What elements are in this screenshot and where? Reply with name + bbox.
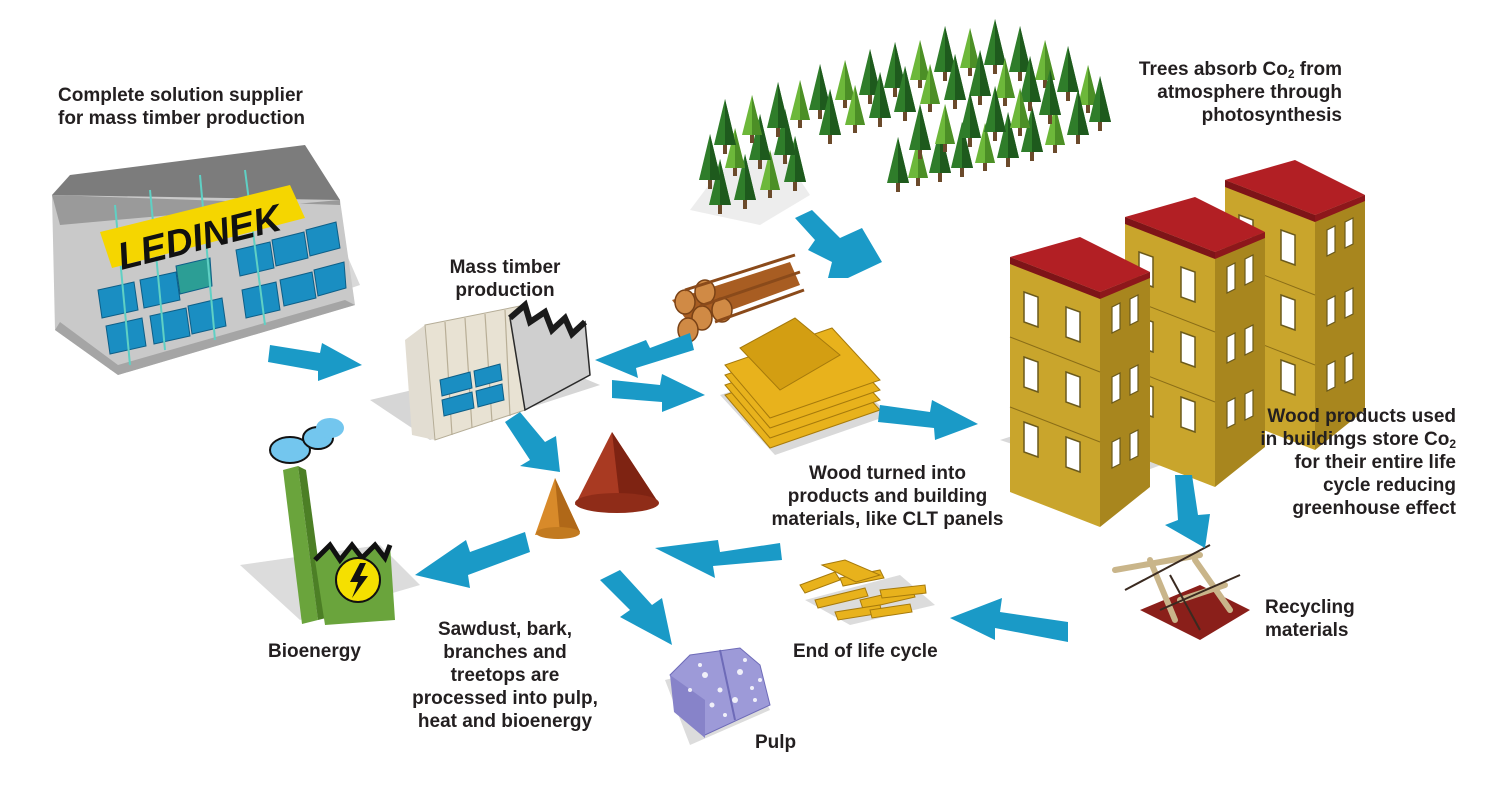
mass-timber-label-line: production (455, 280, 555, 301)
buildings-label-line: greenhouse effect (1292, 498, 1456, 519)
sawdust-label: Sawdust, bark, branches and treetops are… (400, 618, 610, 733)
trees-label-line: Trees absorb Co2 from (1138, 59, 1342, 81)
forest-icon (690, 19, 1111, 225)
flow-arrows (268, 210, 1210, 645)
flow-arrow-icon (795, 210, 882, 278)
recycling-label-line: materials (1265, 620, 1349, 641)
demolition-debris-icon (1112, 544, 1250, 640)
buildings-label-line: for their entire life (1294, 452, 1456, 473)
flow-arrow-icon (878, 400, 978, 440)
recycling-label-line: Recycling (1265, 597, 1355, 618)
building-icon (1000, 159, 1366, 528)
trees-label: Trees absorb Co2 from atmosphere through… (1100, 58, 1342, 127)
wood-products-label-line: Wood turned into (809, 463, 966, 484)
power-plant-icon (240, 418, 420, 625)
pulp-block-icon (665, 647, 771, 745)
flow-arrow-icon (505, 412, 560, 472)
flow-arrow-icon (415, 532, 530, 588)
buildings-label-line: in buildings store Co2 (1260, 429, 1456, 451)
flow-arrow-icon (595, 333, 694, 378)
wood-products-label-line: products and building (787, 486, 988, 507)
trees-label-line: photosynthesis (1201, 105, 1342, 126)
flow-arrow-icon (655, 540, 782, 578)
buildings-label-line: Wood products used (1267, 406, 1456, 427)
supplier-label-line: for mass timber production (58, 108, 306, 129)
end-of-life-label: End of life cycle (793, 641, 938, 662)
factory-icon: LEDINEK (52, 145, 360, 375)
scrap-planks-icon (799, 559, 935, 625)
buildings-label: Wood products used in buildings store Co… (1200, 405, 1456, 520)
flow-arrow-icon (600, 570, 672, 645)
sawdust-label-line: heat and bioenergy (417, 711, 593, 732)
recycling-label: Recycling materials (1265, 596, 1355, 642)
pulp-label: Pulp (755, 732, 797, 753)
mill-icon (370, 299, 600, 441)
sawdust-label-line: Sawdust, bark, (437, 619, 573, 640)
wood-products-label-line: materials, like CLT panels (771, 509, 1004, 530)
buildings-label-line: cycle reducing (1322, 475, 1456, 496)
sawdust-label-line: processed into pulp, (412, 688, 598, 709)
supplier-label-line: Complete solution supplier (58, 85, 303, 106)
flow-arrow-icon (950, 598, 1068, 642)
flow-arrow-icon (268, 343, 362, 381)
flow-arrow-icon (612, 374, 705, 412)
clt-panel-stack-icon (720, 317, 890, 455)
supplier-label: Complete solution supplier for mass timb… (58, 84, 305, 130)
flow-arrow-icon (1165, 475, 1210, 548)
mass-timber-label-line: Mass timber (449, 257, 561, 278)
sawdust-cone-icon (535, 432, 659, 539)
sawdust-label-line: branches and (443, 642, 567, 663)
trees-label-line: atmosphere through (1157, 82, 1342, 103)
sawdust-label-line: treetops are (450, 665, 560, 686)
bioenergy-label: Bioenergy (268, 641, 361, 662)
mass-timber-label: Mass timber production (420, 256, 590, 302)
wood-products-label: Wood turned into products and building m… (760, 462, 1015, 531)
